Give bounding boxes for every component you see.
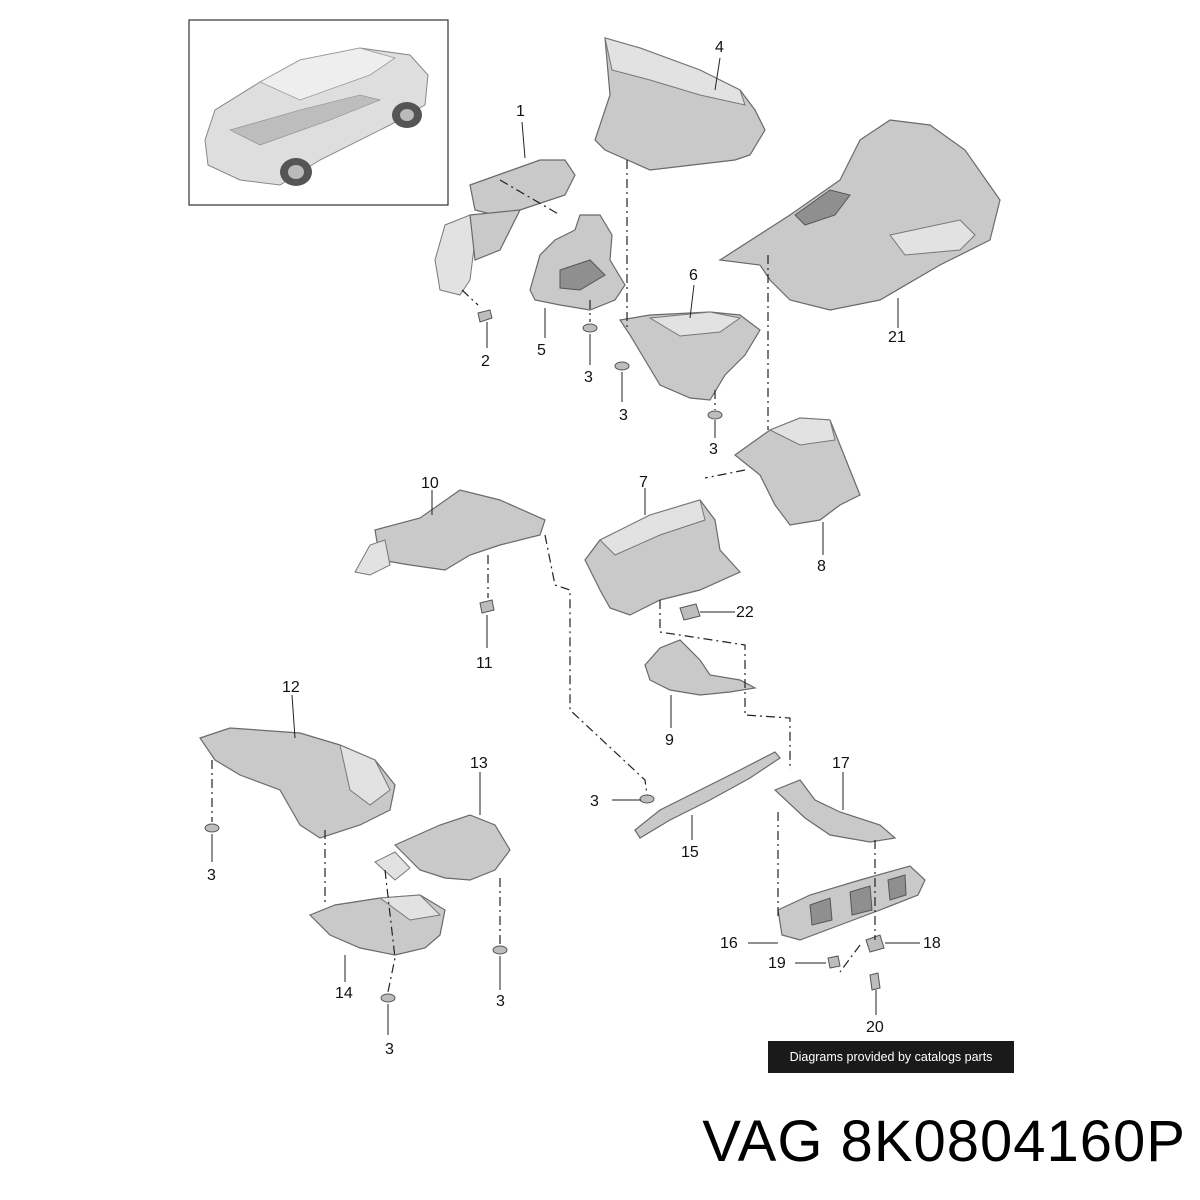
callout-14: 14 — [335, 985, 353, 1002]
part-5-heat-shield — [529, 214, 626, 311]
callout-6: 6 — [689, 267, 698, 284]
part-22-clip — [679, 603, 701, 621]
callout-3: 3 — [709, 441, 718, 458]
part-3-nut — [582, 323, 598, 333]
callout-16: 16 — [720, 935, 738, 952]
part-1-heat-shield — [434, 159, 576, 296]
part-11-screw — [479, 599, 495, 614]
part-21-heat-shield — [718, 119, 1001, 311]
callout-13: 13 — [470, 755, 488, 772]
part-3-nut — [639, 794, 655, 804]
part-12-heat-shield — [199, 727, 396, 839]
callout-19: 19 — [768, 955, 786, 972]
part-15-strip — [634, 751, 781, 839]
callout-22: 22 — [736, 604, 754, 621]
part-7-heat-shield — [584, 499, 741, 616]
callout-11: 11 — [476, 655, 493, 672]
vehicle-overview-inset — [188, 19, 449, 206]
callout-4: 4 — [715, 39, 724, 56]
fastener-parts — [204, 309, 885, 1003]
part-14-heat-shield — [308, 894, 446, 956]
part-9-heat-shield — [644, 639, 757, 696]
part-10-heat-shield — [354, 489, 546, 576]
callout-5: 5 — [537, 342, 546, 359]
part-3-nut — [492, 945, 508, 955]
callout-3: 3 — [619, 407, 628, 424]
assembly-lines — [211, 160, 876, 993]
part-19-clip — [827, 955, 841, 969]
callout-3: 3 — [207, 867, 216, 884]
part-16-heat-shield — [777, 865, 926, 941]
callout-3: 3 — [590, 793, 599, 810]
callout-8: 8 — [817, 558, 826, 575]
part-20-screw — [869, 972, 881, 991]
callout-3: 3 — [496, 993, 505, 1010]
part-13-heat-shield — [374, 814, 511, 881]
callout-labels: 1 2 3 3 3 3 3 3 3 3 4 5 6 7 8 9 10 11 12… — [207, 39, 941, 1058]
part-3-nut — [204, 823, 220, 833]
part-3-nut — [707, 410, 723, 420]
part-6-heat-shield — [618, 311, 761, 401]
leader-lines — [211, 57, 920, 1035]
callout-17: 17 — [832, 755, 850, 772]
part-number-label: VAG 8K0804160P — [702, 1109, 1186, 1174]
callout-9: 9 — [665, 732, 674, 749]
part-2-screw — [477, 309, 493, 323]
callout-20: 20 — [866, 1019, 884, 1036]
callout-12: 12 — [282, 679, 300, 696]
catalog-credit-text: Diagrams provided by catalogs parts — [789, 1050, 993, 1064]
callout-2: 2 — [481, 353, 490, 370]
callout-15: 15 — [681, 844, 699, 861]
callout-21: 21 — [888, 329, 906, 346]
callout-7: 7 — [639, 474, 648, 491]
part-4-heat-shield — [594, 37, 766, 171]
callout-1: 1 — [516, 103, 525, 120]
part-17-bracket — [773, 779, 897, 843]
part-3-nut — [614, 361, 630, 371]
callout-3: 3 — [584, 369, 593, 386]
callout-3: 3 — [385, 1041, 394, 1058]
callout-18: 18 — [923, 935, 941, 952]
part-3-nut — [380, 993, 396, 1003]
callout-10: 10 — [421, 475, 439, 492]
part-8-heat-shield — [734, 417, 861, 526]
catalog-credit-banner: Diagrams provided by catalogs parts — [768, 1041, 1014, 1073]
